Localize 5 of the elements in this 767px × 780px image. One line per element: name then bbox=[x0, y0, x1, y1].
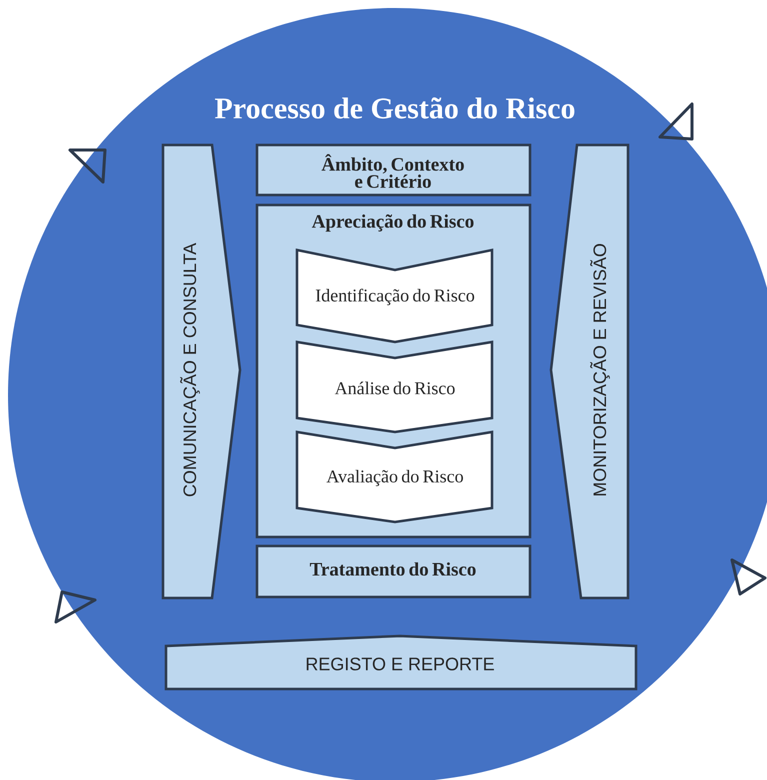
chevron-step: Avaliação do Risco bbox=[296, 430, 494, 524]
chevron-step: Análise do Risco bbox=[296, 340, 494, 434]
process-box: Tratamento do Risco bbox=[256, 544, 532, 598]
chevron-step: Identificação do Risco bbox=[296, 248, 494, 344]
process-box: Âmbito, Contexto e Critério bbox=[256, 144, 532, 196]
